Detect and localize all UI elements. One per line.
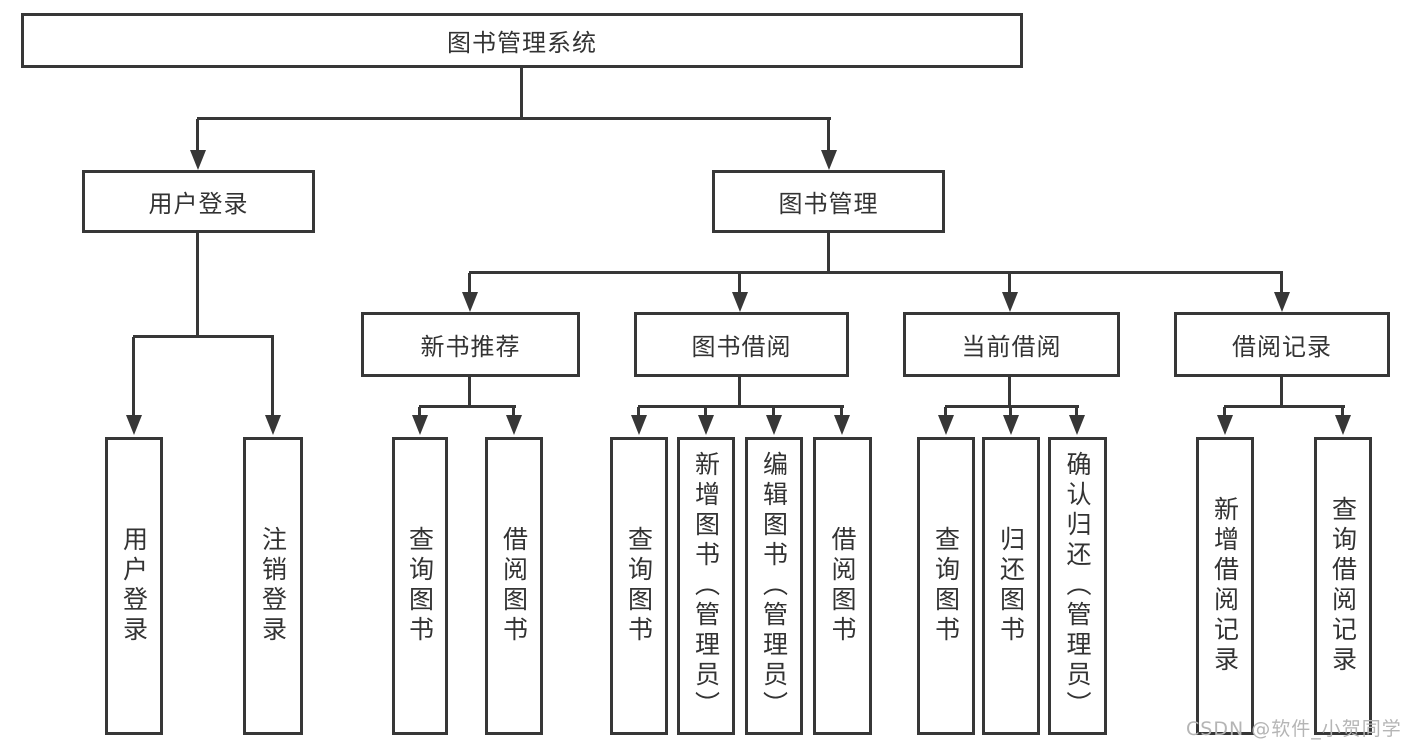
leaf-edit-book-admin: 编辑图书（管理员）: [745, 437, 803, 735]
connector-vline: [738, 377, 741, 407]
connector-vline: [132, 337, 135, 420]
connector-vline: [1223, 407, 1226, 419]
leaf-query-books-current: 查询图书: [917, 437, 975, 735]
arrow-down-icon: [1002, 292, 1018, 312]
leaf-label: 借阅图书: [499, 526, 529, 646]
csdn-watermark: CSDN @软件_小贺同学: [1186, 718, 1402, 740]
node-library-system: 图书管理系统: [21, 13, 1023, 68]
connector-vline: [1075, 407, 1078, 419]
connector-hline: [1224, 405, 1345, 408]
arrow-down-icon: [126, 415, 142, 435]
connector-hline: [133, 335, 274, 338]
connector-vline: [827, 233, 830, 273]
connector-vline: [1341, 407, 1344, 419]
connector-vline: [196, 119, 199, 155]
leaf-borrow-books-borrowing: 借阅图书: [813, 437, 872, 735]
node-new-book-recommendation: 新书推荐: [361, 312, 580, 377]
connector-vline: [1280, 377, 1283, 407]
connector-vline: [1009, 407, 1012, 419]
connector-vline: [271, 337, 274, 420]
connector-vline: [738, 273, 741, 297]
arrow-down-icon: [462, 292, 478, 312]
connector-vline: [468, 377, 471, 407]
arrow-down-icon: [766, 415, 782, 435]
leaf-label: 编辑图书（管理员）: [759, 451, 789, 721]
connector-vline: [827, 119, 830, 155]
connector-hline: [197, 117, 831, 120]
connector-hline: [638, 405, 844, 408]
leaf-label: 查询图书: [624, 526, 654, 646]
connector-vline: [637, 407, 640, 419]
leaf-user-login: 用户登录: [105, 437, 163, 735]
connector-vline: [840, 407, 843, 419]
arrow-down-icon: [1335, 415, 1351, 435]
leaf-label: 借阅图书: [828, 526, 857, 646]
leaf-add-borrow-record: 新增借阅记录: [1196, 437, 1254, 735]
arrow-down-icon: [821, 150, 837, 170]
leaf-add-book-admin: 新增图书（管理员）: [677, 437, 735, 735]
node-borrowing-records: 借阅记录: [1174, 312, 1390, 377]
connector-hline: [945, 405, 1079, 408]
connector-vline: [196, 233, 199, 336]
connector-vline: [1280, 273, 1283, 297]
leaf-return-book: 归还图书: [982, 437, 1040, 735]
leaf-label: 确认归还（管理员）: [1063, 451, 1092, 721]
connector-vline: [772, 407, 775, 419]
arrow-down-icon: [412, 415, 428, 435]
arrow-down-icon: [506, 415, 522, 435]
arrow-down-icon: [631, 415, 647, 435]
arrow-down-icon: [1069, 415, 1085, 435]
leaf-query-books-borrowing: 查询图书: [610, 437, 668, 735]
leaf-query-books-recommend: 查询图书: [392, 437, 448, 735]
leaf-label: 归还图书: [996, 526, 1026, 646]
arrow-down-icon: [1217, 415, 1233, 435]
leaf-confirm-return-admin: 确认归还（管理员）: [1048, 437, 1107, 735]
connector-hline: [469, 271, 1283, 274]
leaf-label: 新增图书（管理员）: [691, 451, 721, 721]
leaf-label: 查询图书: [931, 526, 961, 646]
connector-vline: [1008, 273, 1011, 297]
arrow-down-icon: [834, 415, 850, 435]
connector-vline: [468, 273, 471, 297]
leaf-borrow-books-recommend: 借阅图书: [485, 437, 543, 735]
leaf-label: 用户登录: [119, 526, 149, 646]
connector-vline: [704, 407, 707, 419]
arrow-down-icon: [938, 415, 954, 435]
arrow-down-icon: [1274, 292, 1290, 312]
leaf-logout: 注销登录: [243, 437, 303, 735]
leaf-label: 新增借阅记录: [1210, 496, 1240, 676]
connector-vline: [1008, 377, 1011, 407]
leaf-label: 注销登录: [258, 526, 288, 646]
leaf-label: 查询图书: [405, 526, 435, 646]
arrow-down-icon: [1003, 415, 1019, 435]
node-user-login: 用户登录: [82, 170, 315, 233]
leaf-query-borrow-record: 查询借阅记录: [1314, 437, 1372, 735]
connector-vline: [418, 407, 421, 419]
connector-vline: [944, 407, 947, 419]
node-book-borrowing: 图书借阅: [634, 312, 849, 377]
arrow-down-icon: [698, 415, 714, 435]
leaf-label: 查询借阅记录: [1328, 496, 1358, 676]
connector-hline: [419, 405, 516, 408]
connector-vline: [512, 407, 515, 419]
connector-vline: [520, 68, 523, 120]
node-book-management: 图书管理: [712, 170, 945, 233]
arrow-down-icon: [265, 415, 281, 435]
arrow-down-icon: [732, 292, 748, 312]
node-current-borrowing: 当前借阅: [903, 312, 1120, 377]
arrow-down-icon: [190, 150, 206, 170]
